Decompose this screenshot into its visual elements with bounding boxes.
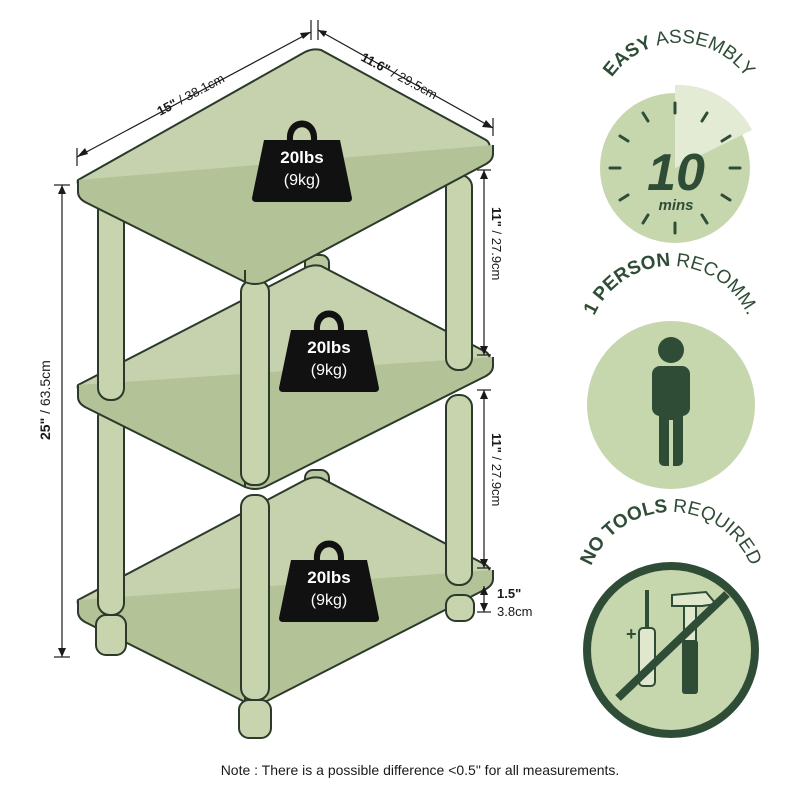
weight-badge-middle: 20lbs (9kg): [279, 310, 379, 392]
foot: [95, 614, 127, 656]
shelf-gap-inches: 11": [489, 207, 504, 227]
measurement-note: Note : There is a possible difference <0…: [220, 762, 620, 778]
height-inches: 25": [37, 418, 53, 440]
person-heading-bold: 1 PERSON: [580, 250, 671, 318]
weight-badge-bottom: 20lbs (9kg): [279, 540, 379, 622]
shelf-gap-metric: / 27.9cm: [489, 457, 504, 507]
shelf-gap-inches: 11": [489, 433, 504, 453]
tools-heading-rest: REQUIRED: [672, 496, 765, 568]
assembly-unit: mins: [658, 197, 693, 214]
dimension-lines: [54, 20, 494, 658]
post: [97, 189, 125, 401]
weight-metric: (9kg): [311, 592, 347, 609]
person-icon: [652, 337, 690, 466]
shelf-bottom: [76, 476, 494, 705]
foot-height-metric: 3.8cm: [497, 604, 532, 619]
one-person-badge: 1 PERSON RECOMM.: [580, 250, 762, 489]
clock-icon: [608, 101, 742, 235]
post: [240, 494, 270, 701]
weight-metric: (9kg): [284, 172, 320, 189]
tools-heading: NO TOOLS REQUIRED: [577, 496, 766, 568]
person-heading: 1 PERSON RECOMM.: [580, 250, 762, 318]
shelf-gap-top-label: 11" / 27.9cm: [489, 207, 504, 280]
svg-text:+: +: [626, 624, 637, 644]
person-heading-rest: RECOMM.: [675, 250, 762, 318]
foot: [238, 699, 272, 739]
post: [445, 174, 473, 371]
assembly-minutes: 10: [647, 144, 705, 202]
post: [240, 279, 270, 486]
weight-value: 20lbs: [280, 148, 323, 167]
shelf-gap-bottom-label: 11" / 27.9cm: [489, 433, 504, 506]
height-label: 25" / 63.5cm: [37, 360, 53, 440]
weight-badge-top: 20lbs (9kg): [252, 120, 352, 202]
prohibition-slash: [615, 591, 730, 701]
shelf-gap-metric: / 27.9cm: [489, 231, 504, 281]
weight-value: 20lbs: [307, 568, 350, 587]
width-inches: 15": [154, 96, 179, 119]
weight-metric: (9kg): [311, 362, 347, 379]
no-tools-badge: + NO TOOLS REQUIRED: [577, 496, 766, 738]
easy-assembly-badge: 10 mins EASY ASSEMBLY: [599, 27, 759, 243]
dimension-arrows: [58, 30, 493, 657]
tools-heading-bold: NO TOOLS: [577, 496, 669, 568]
post: [445, 394, 473, 586]
assembly-heading: EASY ASSEMBLY: [599, 27, 759, 81]
post: [97, 404, 125, 616]
foot-height-inches: 1.5": [497, 586, 521, 601]
foot: [445, 594, 475, 622]
assembly-heading-bold: EASY: [599, 32, 655, 81]
shelf-unit: [76, 48, 494, 739]
height-metric: / 63.5cm: [37, 360, 53, 414]
assembly-heading-rest: ASSEMBLY: [654, 27, 759, 81]
weight-value: 20lbs: [307, 338, 350, 357]
